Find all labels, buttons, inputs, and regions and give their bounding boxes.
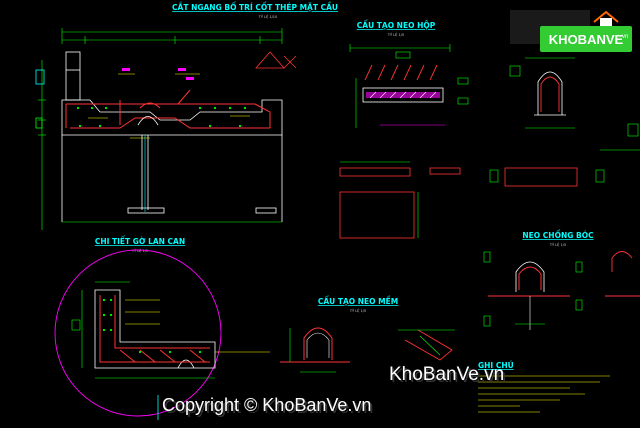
anchor-box-title: CẤU TẠO NEO HỘP	[357, 20, 436, 30]
plate-elevation	[339, 167, 411, 177]
logo-text: KHOBANVE	[549, 32, 624, 47]
detail-circle	[54, 249, 222, 417]
left-dimension	[38, 60, 46, 230]
anchor-box-body	[362, 87, 444, 103]
railing-dims	[71, 281, 215, 379]
site-watermark: KhoBanVe.vn	[389, 364, 504, 385]
anchor-box-dims	[349, 44, 451, 128]
main-section-scale: TỶ LỆ 1/10	[258, 14, 278, 19]
plate-small	[429, 167, 461, 175]
soft-anchor-scale: TỶ LỆ 1/5	[349, 308, 366, 313]
plate-side-tag	[489, 169, 499, 183]
leader-lines	[88, 73, 250, 139]
axis-marker-left-2	[35, 117, 43, 129]
soft-anchor-detail: CẤU TẠO NEO MỀM TỶ LỆ 1/5	[280, 296, 455, 373]
notes-lines	[478, 375, 610, 413]
notes-section: GHI CHÚ	[478, 361, 610, 413]
watermarks: KhoBanVe.vn KhoBanVe.vn Copyright © KhoB…	[162, 364, 506, 417]
anchor-box-hatch-lines	[369, 91, 437, 99]
anchor-box-detail: CẤU TẠO NEO HỘP TỶ LỆ 1/5	[349, 20, 469, 128]
copyright-watermark: Copyright © KhoBanVe.vn	[162, 395, 371, 415]
deck-slab	[61, 99, 283, 222]
deck-rebar	[65, 89, 271, 129]
plate-plan	[339, 191, 415, 239]
railing-detail-title: CHI TIẾT GỜ LAN CAN	[95, 236, 185, 246]
anti-slip-anchor-detail: NEO CHỐNG BÓC TỶ LỆ 1/5	[483, 123, 640, 330]
plate-side-tag-2	[595, 169, 605, 183]
main-cross-section: CẮT NGANG BỐ TRÍ CỐT THÉP MẶT CẦU TỶ LỆ …	[35, 2, 338, 230]
anchor-box-rebar	[364, 64, 438, 81]
copyright-watermark-shadow: Copyright © KhoBanVe.vn	[164, 397, 373, 417]
soft-anchor-title: CẤU TẠO NEO MỀM	[318, 296, 398, 306]
top-dimension-lines	[61, 28, 283, 44]
khobanve-logo: KHOBANVE vn	[510, 10, 632, 52]
plate-details	[339, 161, 605, 239]
axis-marker-left	[35, 69, 45, 85]
logo-badge	[540, 26, 632, 52]
section-marker	[255, 51, 297, 69]
main-section-title: CẮT NGANG BỐ TRÍ CỐT THÉP MẶT CẦU	[172, 2, 338, 12]
anti-slip-anchor-title: NEO CHỐNG BÓC	[522, 230, 594, 240]
house-icon	[593, 10, 619, 23]
railing-leaders	[125, 299, 270, 353]
arch-rib	[137, 116, 159, 126]
site-watermark-shadow: KhoBanVe.vn	[391, 366, 506, 387]
steel-girder	[127, 135, 277, 214]
plate-side	[504, 167, 578, 187]
logo-sub: vn	[622, 34, 628, 40]
railing-detail: CHI TIẾT GỜ LAN CAN TỶ LỆ 1/5	[54, 236, 270, 420]
diagonal-anchor	[404, 329, 453, 361]
anti-slip-anchor-scale: TỶ LỆ 1/5	[549, 242, 566, 247]
top-right-anchor	[509, 57, 575, 129]
notes-title: GHI CHÚ	[478, 361, 514, 370]
anchor-box-side-tags	[395, 51, 469, 105]
leader-tags	[122, 68, 194, 80]
house-body-icon	[600, 18, 612, 26]
anchor-box-scale: TỶ LỆ 1/5	[387, 32, 404, 37]
railing-detail-scale: TỶ LỆ 1/5	[131, 248, 148, 253]
railing-rebar	[99, 295, 210, 363]
rebar-dots	[76, 106, 247, 128]
railing-rebar-dots	[102, 298, 202, 354]
railing-concrete	[94, 289, 216, 369]
railing-post-left	[65, 51, 81, 101]
